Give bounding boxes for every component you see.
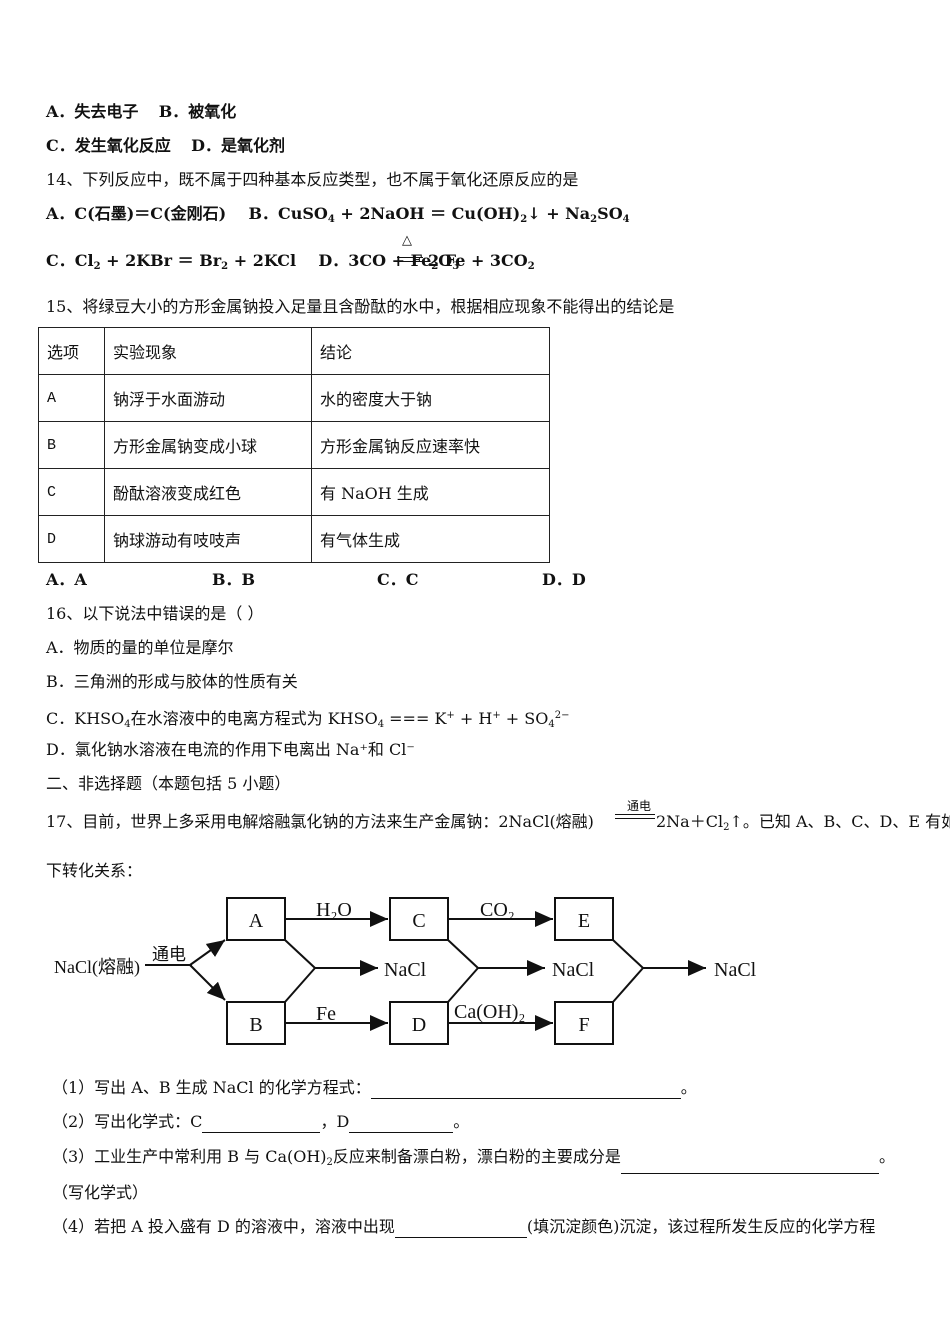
table-cell: A [38,374,105,422]
q15-option-c: C．C [377,570,419,589]
table-header-cell: 结论 [311,327,550,375]
q15-option-a: A．A [46,570,87,589]
reaction-equals-sign [397,257,423,262]
q13-option-b: B．被氧化 [158,102,237,121]
section-heading: 二、非选择题（本题包括 5 小题） [46,774,291,793]
q14-stem: 14、下列反应中，既不属于四种基本反应类型，也不属于氧化还原反应的是 [46,170,579,189]
table-cell: 方形金属钠变成小球 [104,421,312,469]
table-row: D 钠球游动有吱吱声 有气体生成 [38,515,550,563]
node-d: D [412,1014,426,1036]
q13-option-d: D．是氧化剂 [191,136,285,155]
node-e: E [578,910,590,932]
q14-option-row-1: A．C(石墨)＝C(金刚石) B．CuSO4 + 2NaOH ＝ Cu(OH)2… [46,203,630,231]
table-cell: B [38,421,105,469]
q16-option-d: D．氯化钠水溶液在电流的作用下电离出 Na⁺和 Cl⁻ [46,740,415,759]
q17-stem-line2: 下转化关系： [46,861,143,880]
q14-option-d: D．3CO + Fe2O3 [318,251,460,272]
electrolysis-condition: 通电 [627,799,652,813]
q14-option-b: B．CuSO4 + 2NaOH ＝ Cu(OH)2↓ + Na2SO4 [248,204,630,225]
q17-subquestion-3-note: （写化学式） [52,1183,149,1202]
q16-stem: 16、以下说法中错误的是（ ） [46,604,264,623]
q17-subquestion-3: （3）工业生产中常利用 B 与 Ca(OH)2反应来制备漂白粉，漂白粉的主要成分… [52,1146,895,1174]
heat-symbol: △ [402,233,412,248]
q14-option-row-2: C．Cl2 + 2KBr ＝ Br2 + 2KCl D．3CO + Fe2O3 [46,250,459,278]
box-f [554,1001,614,1045]
table-row: C 酚酞溶液变成红色 有 NaOH 生成 [38,468,550,516]
node-a: A [249,910,264,932]
table-cell: D [38,515,105,563]
table-header-cell: 实验现象 [104,327,312,375]
node-c: C [412,910,425,932]
q13-option-a: A．失去电子 [46,102,139,121]
table-cell: 水的密度大于钠 [311,374,550,422]
q13-option-row-1: A．失去电子 B．被氧化 [46,101,236,123]
q16-option-a: A．物质的量的单位是摩尔 [46,638,234,657]
table-cell: 有 NaOH 生成 [311,468,550,516]
reagent-caoh2: Ca(OH)₂ [454,1001,525,1023]
q17-subquestion-1: （1）写出 A、B 生成 NaCl 的化学方程式：。 [52,1078,697,1099]
product-nacl-1: NaCl [384,959,427,981]
transformation-diagram: NaCl(熔融) 通电 A B C D E F H₂O CO₂ Fe Ca(OH… [54,897,757,1045]
q13-option-c: C．发生氧化反应 [46,136,171,155]
q14-option-d-product: 2 Fe + 3CO2 [428,251,535,272]
q15-option-b: B．B [212,570,256,589]
table-cell: 钠球游动有吱吱声 [104,515,312,563]
q15-option-d: D．D [542,570,586,589]
reaction-equals-sign [615,814,655,819]
node-f: F [578,1014,589,1036]
q17-subquestion-2: （2）写出化学式：C，D。 [52,1112,470,1133]
box-e [554,897,614,941]
table-header-row: 选项 实验现象 结论 [38,327,550,375]
table-cell: 钠浮于水面游动 [104,374,312,422]
table-row: B 方形金属钠变成小球 方形金属钠反应速率快 [38,421,550,469]
q17-stem: 17、目前，世界上多采用电解熔融氯化钠的方法来生产金属钠：2NaCl(熔融) [46,812,594,831]
answer-blank[interactable] [370,1082,681,1099]
answer-blank-d[interactable] [349,1116,454,1133]
table-cell: 方形金属钠反应速率快 [311,421,550,469]
q15-stem: 15、将绿豆大小的方形金属钠投入足量且含酚酞的水中，根据相应现象不能得出的结论是 [46,297,675,316]
q13-option-row-2: C．发生氧化反应 D．是氧化剂 [46,135,285,157]
q14-option-a: A．C(石墨)＝C(金刚石) [46,204,227,223]
table-row: A 钠浮于水面游动 水的密度大于钠 [38,374,550,422]
product-nacl-3: NaCl [714,959,757,981]
q14-option-c: C．Cl2 + 2KBr ＝ Br2 + 2KCl [46,251,297,272]
q15-table: 选项 实验现象 结论 A 钠浮于水面游动 水的密度大于钠 B 方形金属钠变成小球… [38,327,550,563]
table-cell: 酚酞溶液变成红色 [104,468,312,516]
table-cell: C [38,468,105,516]
q16-option-b: B．三角洲的形成与胶体的性质有关 [46,672,298,691]
q17-stem-products: 2Na＋Cl2↑。已知 A、B、C、D、E 有如 [656,812,950,833]
diagram-condition-label: 通电 [152,945,186,964]
reagent-co2: CO₂ [480,899,515,921]
answer-blank-c[interactable] [202,1116,321,1133]
q16-option-c: C．KHSO4在水溶液中的电离方程式为 KHSO4 === K+ + H+ + … [46,709,570,730]
answer-blank[interactable] [394,1221,527,1238]
diagram-start-label: NaCl(熔融) [54,957,140,978]
node-b: B [249,1014,262,1036]
reagent-water: H₂O [316,899,352,921]
table-cell: 有气体生成 [311,515,550,563]
product-nacl-2: NaCl [552,959,595,981]
table-header-cell: 选项 [38,327,105,375]
q17-subquestion-4: （4）若把 A 投入盛有 D 的溶液中，溶液中出现(填沉淀颜色)沉淀，该过程所发… [52,1217,876,1238]
reagent-fe: Fe [316,1003,336,1025]
answer-blank[interactable] [620,1157,879,1174]
